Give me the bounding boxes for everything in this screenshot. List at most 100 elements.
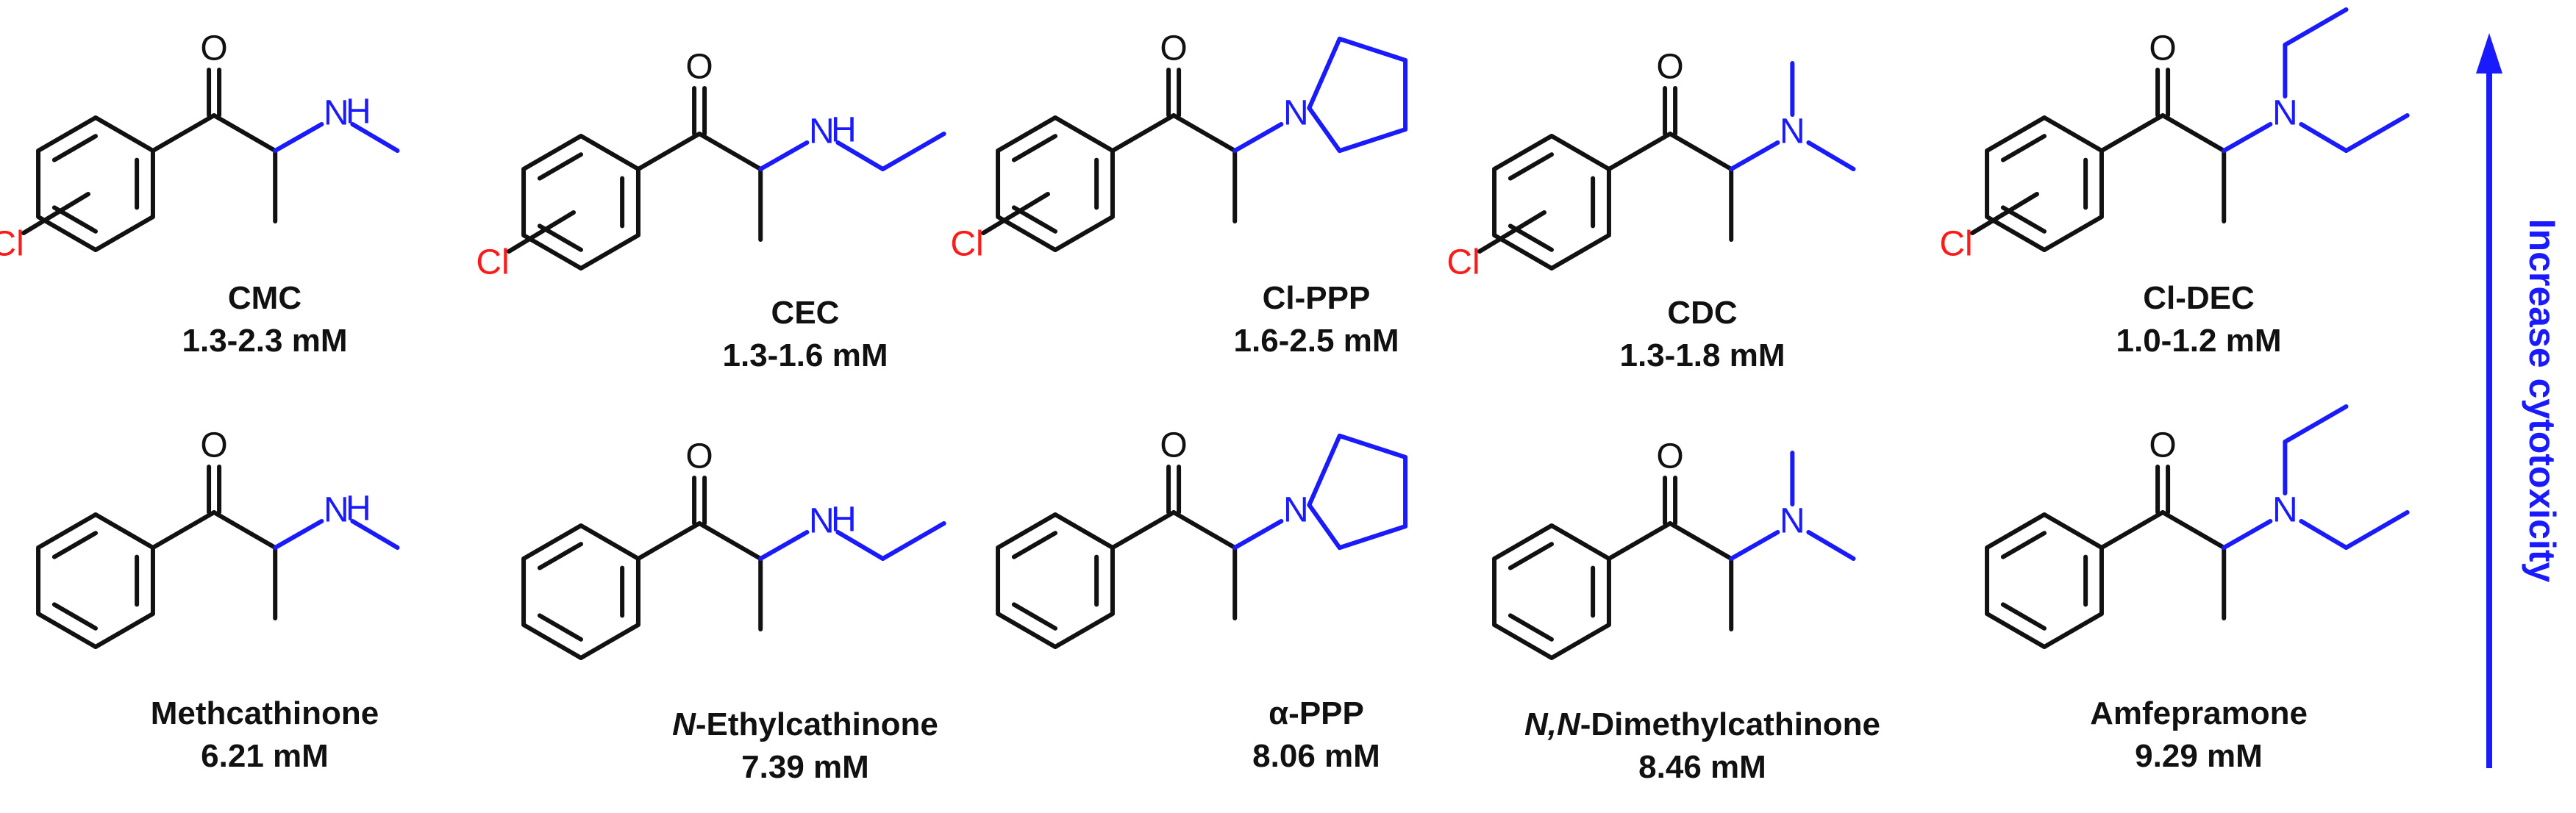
ring-double-bond: [51, 531, 98, 559]
ring-double-bond: [2000, 134, 2047, 162]
compound-name: CMC: [228, 280, 302, 316]
compound-name: Amfepramone: [2090, 695, 2308, 731]
compound-name-text: CDC: [1667, 295, 1737, 331]
ic50-value: 1.0-1.2 mM: [2116, 323, 2282, 359]
pyrrolidine-bond: [1307, 106, 1342, 154]
alpha-to-nitrogen-bond: [1232, 519, 1284, 550]
ring-double-bond: [51, 134, 98, 162]
benzene-ring: [1492, 134, 1611, 271]
compound-name-italic: N: [672, 706, 696, 742]
alpha-to-nitrogen-bond: [758, 140, 810, 171]
benzene-ring: [996, 512, 1115, 649]
amine-hydrogen: H: [831, 501, 857, 540]
oxygen-atom: O: [1160, 426, 1187, 465]
benzene-ring: [36, 512, 155, 649]
chloro-substituent-bond: [1477, 210, 1546, 254]
benzene-ring: [521, 134, 641, 271]
pyrrolidine-bond: [1337, 433, 1408, 459]
pyrrolidine-bond: [1307, 433, 1342, 507]
n-alkyl-bond: [1806, 530, 1856, 561]
amine-hydrogen: H: [346, 490, 371, 529]
carbonyl-to-alpha-bond: [2161, 113, 2227, 153]
n-alkyl-bond: [1806, 140, 1856, 171]
oxygen-atom: O: [1656, 48, 1683, 87]
pyrrolidine-bond: [1337, 127, 1408, 154]
ring-double-bond: [537, 542, 583, 570]
n-alkyl-bond: [835, 530, 885, 561]
oxygen-atom: O: [1656, 437, 1683, 476]
ring-to-carbonyl-bond: [1110, 113, 1177, 153]
alpha-to-nitrogen-bond: [1232, 122, 1284, 153]
pyrrolidine-bond: [1337, 524, 1408, 551]
benzene-ring: [1985, 115, 2104, 252]
chloro-substituent-bond: [507, 210, 576, 254]
ring-double-bond: [1508, 152, 1554, 181]
compound-name-text: Amfepramone: [2090, 695, 2308, 731]
oxygen-atom: O: [200, 426, 227, 465]
ring-to-carbonyl-bond: [1110, 510, 1177, 550]
n-alkyl-bond: [835, 140, 885, 171]
oxygen-atom: O: [1160, 29, 1187, 68]
alpha-to-nitrogen-bond: [1729, 140, 1780, 171]
chloro-substituent-bond: [21, 192, 90, 235]
oxygen-atom: O: [685, 48, 713, 87]
nitrogen-atom: N: [809, 502, 835, 541]
carbonyl-to-alpha-bond: [697, 132, 763, 171]
alpha-to-nitrogen-bond: [758, 530, 810, 561]
ethyl-bond: [2283, 7, 2349, 47]
compound-name: N-Ethylcathinone: [672, 706, 938, 742]
compound-name: Cl-PPP: [1263, 280, 1371, 316]
benzene-ring: [521, 523, 641, 660]
ic50-value: 1.3-2.3 mM: [182, 323, 348, 359]
chlorine-atom: Cl: [1939, 225, 1972, 264]
chloro-substituent-bond: [1970, 192, 2039, 235]
nitrogen-atom: N: [2272, 94, 2298, 133]
ethyl-bond: [880, 132, 946, 171]
ring-double-bond: [537, 152, 583, 181]
benzene-ring: [996, 115, 1115, 252]
ring-to-carbonyl-bond: [1606, 521, 1673, 561]
nitrogen-atom: N: [1283, 94, 1309, 133]
compound-name-text: Cl-DEC: [2143, 280, 2255, 316]
compound-name: CEC: [771, 295, 840, 331]
alpha-to-nitrogen-bond: [273, 519, 324, 550]
nitrogen-atom: N: [1780, 502, 1805, 541]
ring-double-bond: [537, 613, 583, 642]
ic50-value: 7.39 mM: [741, 749, 869, 785]
trend-label: Increase cytotoxicity: [2522, 219, 2563, 583]
alpha-to-nitrogen-bond: [2222, 519, 2273, 550]
ring-to-carbonyl-bond: [150, 113, 217, 153]
ethyl-bond: [2344, 113, 2410, 153]
chlorine-atom: Cl: [1446, 243, 1480, 282]
nitrogen-atom: N: [1780, 112, 1805, 151]
pyrrolidine-bond: [1337, 36, 1408, 62]
amine-hydrogen: H: [831, 111, 857, 150]
benzene-ring: [36, 115, 155, 252]
carbonyl-to-alpha-bond: [1171, 510, 1238, 550]
ic50-value: 1.6-2.5 mM: [1234, 323, 1399, 359]
nitrogen-atom: N: [809, 112, 835, 151]
n-alkyl-bond: [350, 122, 400, 153]
oxygen-atom: O: [200, 29, 227, 68]
ic50-value: 1.3-1.6 mM: [723, 337, 888, 373]
ring-double-bond: [2000, 602, 2047, 631]
ethyl-bond: [2344, 510, 2410, 550]
carbonyl-to-alpha-bond: [1668, 132, 1734, 171]
ring-double-bond: [2000, 531, 2047, 559]
ring-double-bond: [1508, 542, 1554, 570]
ring-double-bond: [1011, 531, 1057, 559]
carbonyl-to-alpha-bond: [1171, 113, 1238, 153]
pyrrolidine-bond: [1307, 36, 1342, 110]
ethyl-bond: [2283, 404, 2349, 444]
oxygen-atom: O: [2149, 29, 2176, 68]
benzene-ring: [1492, 523, 1611, 660]
